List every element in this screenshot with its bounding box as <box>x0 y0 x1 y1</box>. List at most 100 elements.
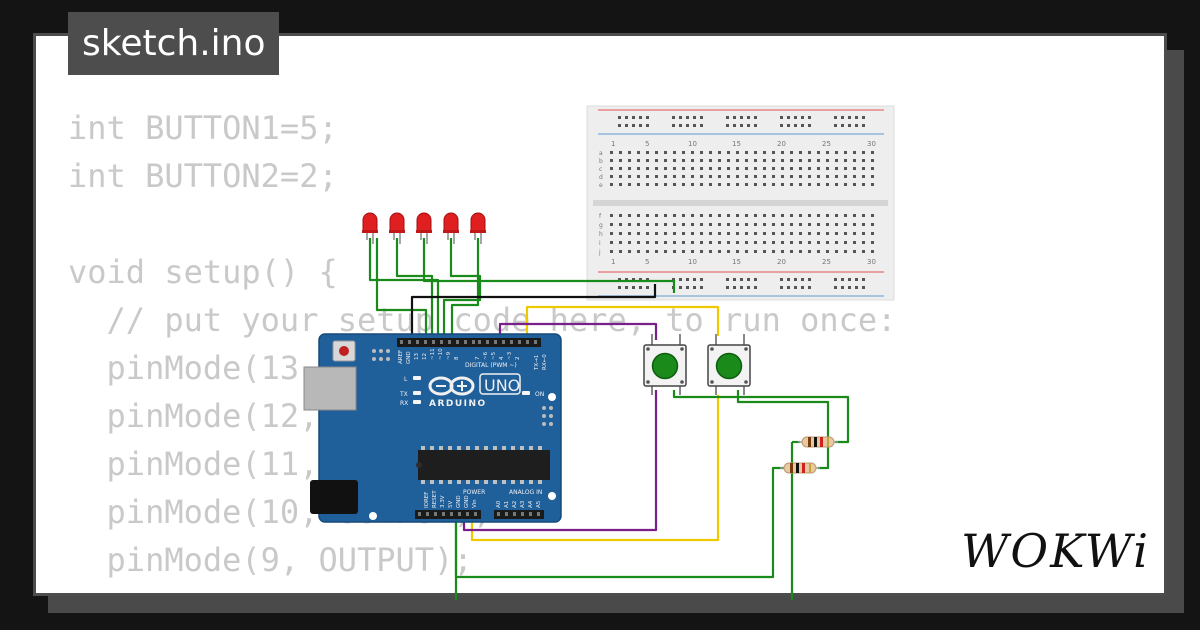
reset-button-cap[interactable] <box>339 346 349 356</box>
header-top-right <box>475 338 541 347</box>
breadboard-hole <box>646 250 649 253</box>
wire-5v-button[interactable] <box>470 395 720 542</box>
header-pin <box>521 512 524 516</box>
breadboard-hole <box>808 183 811 186</box>
header-pin <box>418 512 421 516</box>
breadboard-hole <box>727 151 730 154</box>
wokwi-logo[interactable]: WOKWi <box>961 524 1150 578</box>
breadboard-hole <box>853 175 856 178</box>
chip-pin <box>484 446 488 450</box>
code-line: // put your setup code here, to run once… <box>68 301 897 339</box>
col-label: 5 <box>645 258 649 266</box>
wire-button1-res[interactable] <box>672 390 850 444</box>
breadboard-hole <box>844 175 847 178</box>
breadboard-hole <box>763 175 766 178</box>
breadboard-hole <box>772 183 775 186</box>
rail-hole <box>693 278 696 281</box>
wire-led-common[interactable] <box>375 238 428 340</box>
breadboard-hole <box>673 151 676 154</box>
rail-hole <box>733 286 736 289</box>
rail-hole <box>747 286 750 289</box>
breadboard-hole <box>727 183 730 186</box>
rail-hole <box>808 116 811 119</box>
breadboard-hole <box>817 223 820 226</box>
breadboard[interactable]: 1 5 10 15 20 25 30 1 5 10 15 20 25 30 a … <box>586 105 895 301</box>
rail-hole <box>848 286 851 289</box>
arduino-uno[interactable]: AREF GND 13 12 ~11 ~10 ~9 8 7 ~6 ~5 4 ~3… <box>303 333 562 523</box>
wire-led1[interactable] <box>368 238 440 340</box>
breadboard-hole <box>790 250 793 253</box>
wire-led2[interactable] <box>395 238 434 340</box>
wire-pin5[interactable] <box>498 322 658 340</box>
breadboard-hole <box>718 250 721 253</box>
row-label: h <box>599 231 603 238</box>
led[interactable] <box>443 212 459 244</box>
pushbutton[interactable] <box>643 334 687 395</box>
breadboard-hole <box>835 167 838 170</box>
power-header-label: POWER <box>463 489 485 496</box>
wire-gnd[interactable] <box>410 284 657 340</box>
chip-pin <box>430 480 434 484</box>
header-pin <box>448 340 451 344</box>
breadboard-hole <box>835 214 838 217</box>
breadboard-holes <box>610 116 874 289</box>
breadboard-hole <box>808 167 811 170</box>
breadboard-hole <box>682 232 685 235</box>
breadboard-hole <box>718 151 721 154</box>
resistor[interactable] <box>780 462 820 474</box>
brand-label: ARDUINO <box>429 399 487 409</box>
led[interactable] <box>389 212 405 244</box>
header-pin <box>513 512 516 516</box>
resistor[interactable] <box>798 436 838 448</box>
breadboard-hole <box>871 214 874 217</box>
breadboard-hole <box>799 214 802 217</box>
rail-hole <box>834 278 837 281</box>
wire-led5[interactable] <box>450 238 480 340</box>
breadboard-hole <box>808 232 811 235</box>
button-cap[interactable] <box>651 352 679 380</box>
led[interactable] <box>362 212 378 244</box>
breadboard-hole <box>736 167 739 170</box>
pushbutton[interactable] <box>707 334 751 395</box>
power-jack[interactable] <box>310 480 358 514</box>
rail-hole <box>733 278 736 281</box>
led[interactable] <box>416 212 432 244</box>
rail-hole <box>639 116 642 119</box>
wire-led3[interactable] <box>422 238 676 293</box>
breadboard-hole <box>745 151 748 154</box>
led[interactable] <box>470 212 486 244</box>
pin-label: 3.3V <box>440 495 446 508</box>
breadboard-hole <box>673 223 676 226</box>
breadboard-hole <box>772 241 775 244</box>
breadboard-hole <box>691 175 694 178</box>
breadboard-hole <box>844 151 847 154</box>
rail-hole <box>726 116 729 119</box>
breadboard-hole <box>610 151 613 154</box>
usb-port[interactable] <box>303 366 357 411</box>
on-label: ON <box>535 391 544 398</box>
chip-pin <box>421 480 425 484</box>
wire-led4[interactable] <box>442 238 482 340</box>
col-label: 15 <box>732 140 741 148</box>
rail-hole <box>862 278 865 281</box>
breadboard-hole <box>637 183 640 186</box>
rail-hole <box>834 116 837 119</box>
header-pin <box>458 512 461 516</box>
microcontroller-chip <box>418 450 550 480</box>
breadboard-hole <box>745 167 748 170</box>
col-label: 1 <box>611 140 615 148</box>
header-strip <box>494 510 544 519</box>
breadboard-hole <box>862 151 865 154</box>
filename-tab[interactable]: sketch.ino <box>68 12 280 75</box>
breadboard-hole <box>790 223 793 226</box>
button-cap[interactable] <box>715 352 743 380</box>
breadboard-hole <box>619 232 622 235</box>
rail-hole <box>808 124 811 127</box>
breadboard-hole <box>817 214 820 217</box>
breadboard-hole <box>817 175 820 178</box>
breadboard-hole <box>781 159 784 162</box>
wire-button2-res[interactable] <box>736 390 830 470</box>
rail-hole <box>787 116 790 119</box>
rail-hole <box>780 286 783 289</box>
